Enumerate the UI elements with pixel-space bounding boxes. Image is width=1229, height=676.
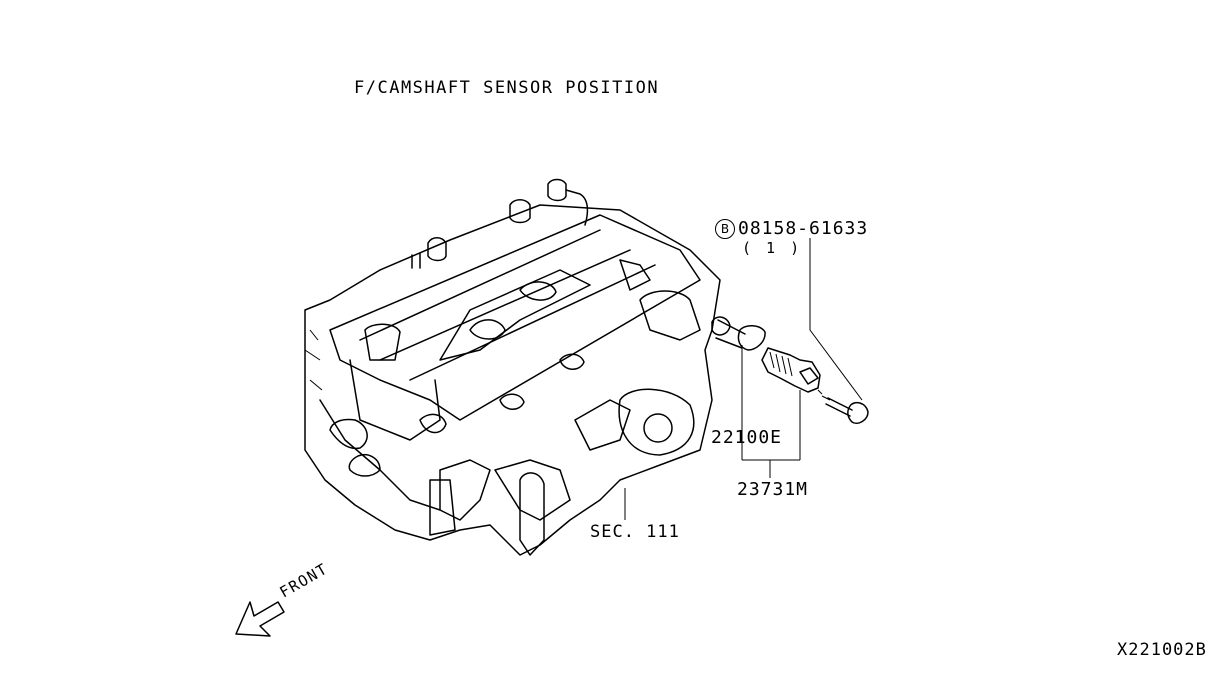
leader-lines <box>624 238 863 520</box>
front-arrow-icon <box>235 601 285 637</box>
diagram-code: X221002B <box>1117 640 1207 660</box>
bolt-symbol-badge: B <box>715 219 735 239</box>
section-reference[interactable]: SEC. 111 <box>590 522 680 542</box>
sensor-part-number[interactable]: 23731M <box>737 479 809 500</box>
oring-part-number[interactable]: 22100E <box>711 427 783 448</box>
bolt-quantity: ( 1 ) <box>742 239 803 257</box>
cylinder-head-drawing <box>304 178 721 556</box>
camshaft-sensor-drawing <box>711 316 869 424</box>
bolt-part-number[interactable]: 08158-61633 <box>738 218 869 239</box>
diagram-title: F/CAMSHAFT SENSOR POSITION <box>354 78 660 98</box>
